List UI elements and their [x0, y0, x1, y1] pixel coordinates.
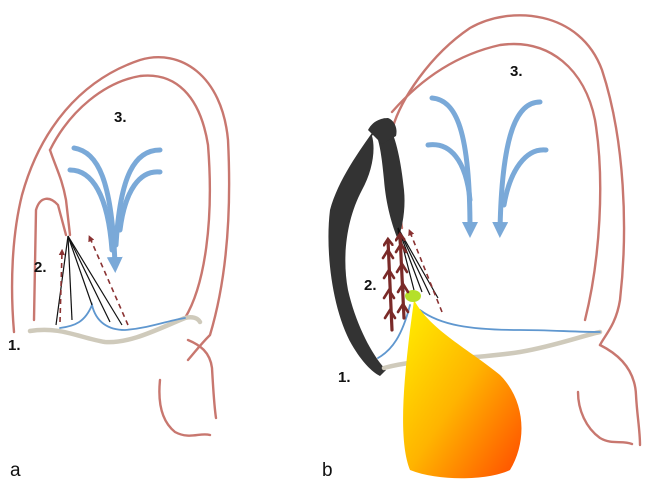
panel-a: 1. 2. 3. a — [8, 57, 229, 481]
panel-label-b: b — [322, 460, 333, 481]
label-ventricle-b: 3. — [510, 63, 523, 80]
septum-notch-a — [50, 150, 70, 235]
ventricle-wall-inner-b — [392, 44, 600, 320]
label-annulus-b: 1. — [338, 369, 351, 386]
scar-band-b — [328, 118, 404, 376]
label-annulus-a: 1. — [8, 337, 21, 354]
atrium-wall-lower-b — [578, 345, 640, 445]
flow-arrows-a — [70, 148, 160, 265]
label-ventricle-a: 3. — [114, 109, 127, 126]
panel-b: 1. 2. 3. b — [322, 15, 640, 481]
atrium-wall-lower-a — [159, 340, 216, 436]
label-leaflet-b: 2. — [364, 277, 377, 294]
flow-arrows-b — [428, 98, 546, 230]
panel-label-a: a — [10, 460, 21, 481]
label-leaflet-a: 2. — [34, 259, 47, 276]
